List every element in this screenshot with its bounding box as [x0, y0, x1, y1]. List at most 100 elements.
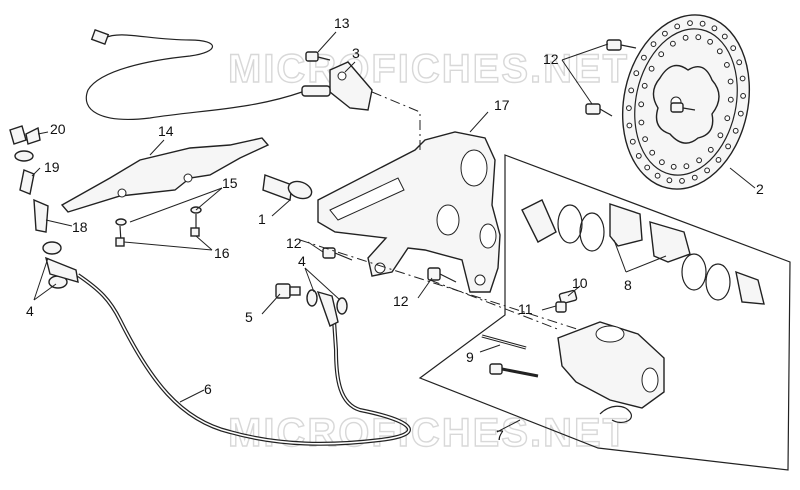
label-8: 8 — [624, 277, 632, 293]
disc-vent-hole — [696, 157, 702, 164]
disc-vent-hole — [691, 174, 698, 181]
disc-vent-hole — [670, 163, 677, 170]
disc-vent-hole — [641, 82, 648, 89]
label-16: 16 — [214, 245, 230, 261]
disc-vent-hole — [670, 40, 676, 47]
sensor-dash-line — [371, 91, 421, 150]
banjo-washer-1 — [306, 289, 318, 307]
caliper-spring — [599, 405, 632, 424]
label-20: 20 — [50, 121, 66, 137]
disc-vent-hole — [658, 51, 665, 58]
label-4-left: 4 — [26, 303, 34, 319]
disc-screws — [585, 39, 696, 117]
caliper-kit-outline — [418, 154, 791, 471]
label-9: 9 — [466, 349, 474, 365]
disc-vent-hole — [626, 122, 633, 129]
banjo-bolt — [275, 283, 301, 299]
label-2: 2 — [756, 181, 764, 197]
disc-vent-hole — [683, 163, 690, 170]
disc-vent-hole — [674, 23, 681, 30]
disc-vent-hole — [644, 164, 651, 171]
disc-vent-hole — [707, 38, 713, 45]
caliper-bracket — [317, 131, 501, 293]
disc-vent-hole — [638, 101, 645, 108]
disc-vent-hole — [740, 93, 746, 99]
label-4-right: 4 — [298, 253, 306, 269]
disc-vent-hole — [739, 75, 746, 82]
bracket-pin — [262, 174, 313, 201]
disc-vent-hole — [679, 178, 685, 184]
disc-vent-hole — [707, 146, 714, 153]
disc-vent-hole — [659, 159, 665, 166]
label-3: 3 — [352, 45, 360, 61]
disc-vent-hole — [626, 105, 632, 111]
disc-vent-hole — [682, 34, 689, 41]
label-15: 15 — [222, 175, 238, 191]
disc-vent-hole — [727, 78, 734, 85]
disc-vent-hole — [716, 48, 723, 55]
label-14: 14 — [158, 123, 174, 139]
disc-vent-hole — [641, 54, 647, 61]
disc-vent-hole — [704, 167, 710, 174]
leader-lines — [31, 31, 756, 433]
label-12-disc: 12 — [543, 51, 559, 67]
speed-sensor — [85, 29, 373, 120]
label-19: 19 — [44, 159, 60, 175]
bracket-screw-upper — [322, 247, 353, 261]
axis-dash-2 — [429, 279, 561, 331]
disc-vent-hole — [715, 157, 722, 163]
disc-vent-hole — [635, 153, 642, 159]
label-7: 7 — [496, 427, 504, 443]
disc-vent-hole — [695, 34, 702, 41]
banjo-washers — [42, 241, 79, 289]
disc-vent-hole — [638, 119, 645, 126]
caliper-bleed-nipple — [555, 289, 578, 313]
label-6: 6 — [204, 381, 212, 397]
label-10: 10 — [572, 275, 588, 291]
disc-vent-hole — [699, 20, 706, 27]
brake-disc — [621, 14, 751, 190]
disc-vent-hole — [736, 59, 743, 66]
label-18: 18 — [72, 219, 88, 235]
disc-vent-hole — [662, 30, 668, 37]
label-17: 17 — [494, 97, 510, 113]
axis-dash-1 — [299, 239, 581, 331]
guard-screw-1 — [115, 237, 125, 247]
bracket-slot — [329, 177, 405, 221]
disc-vent-hole — [724, 115, 731, 122]
guard-washer-1 — [115, 218, 127, 226]
disc-vent-hole — [725, 143, 731, 150]
guard-screw-2 — [190, 227, 200, 237]
disc-vent-hole — [628, 87, 635, 94]
caliper-screw — [489, 363, 539, 378]
banjo-washer-2 — [336, 297, 348, 315]
label-12-lower: 12 — [393, 293, 409, 309]
label-1: 1 — [258, 211, 266, 227]
disc-vent-hole — [724, 62, 730, 68]
watermark-top: MICROFICHES.NET — [228, 47, 629, 91]
label-11: 11 — [518, 301, 533, 317]
disc-vent-hole — [629, 138, 636, 145]
disc-vent-hole — [650, 41, 657, 47]
label-12-upper: 12 — [286, 235, 302, 251]
disc-vent-hole — [732, 127, 739, 134]
sensor-screw — [305, 51, 331, 62]
chain-guard — [60, 137, 270, 213]
disc-vent-hole — [727, 96, 734, 103]
disc-vent-hole — [737, 110, 744, 117]
label-5: 5 — [245, 309, 253, 325]
brake-pads — [609, 203, 691, 263]
disc-vent-hole — [666, 177, 673, 184]
part-labels: 13 3 12 2 17 1 14 15 16 12 12 4 5 6 7 8 … — [26, 15, 764, 443]
watermark-bottom: MICROFICHES.NET — [228, 411, 629, 455]
disc-vent-hole — [642, 136, 648, 143]
disc-vent-hole — [721, 33, 728, 40]
disc-vent-hole — [711, 25, 718, 32]
bracket-screw-lower — [427, 267, 457, 283]
disc-vent-hole — [717, 132, 724, 139]
disc-vent-hole — [649, 149, 656, 156]
pistons-seals-left — [521, 199, 605, 252]
disc-vent-hole — [654, 172, 661, 179]
caliper-pin — [481, 334, 527, 350]
